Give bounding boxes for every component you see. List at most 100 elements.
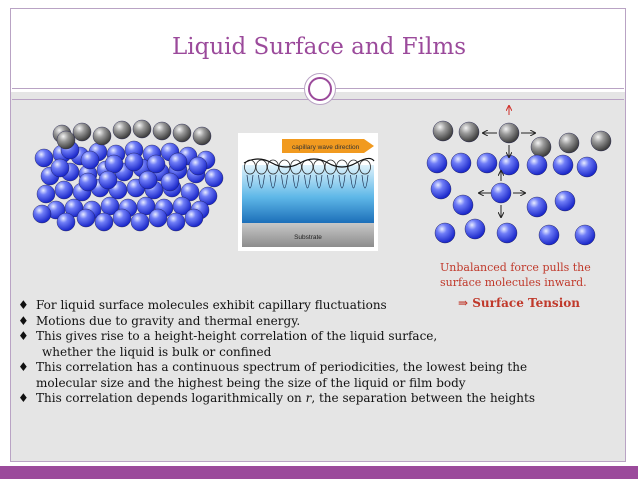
blue-molecule [36, 184, 56, 204]
blue-molecule [490, 182, 512, 204]
gray-surface-molecule [192, 126, 212, 146]
blue-molecule [166, 212, 186, 232]
gray-surface-molecule [56, 130, 76, 150]
bullet-text-end: , the separation between the heights [311, 391, 536, 405]
wave-direction-arrow [282, 139, 374, 153]
bullet-item: ♦ For liquid surface molecules exhibit c… [18, 298, 618, 314]
blue-molecule [64, 198, 84, 218]
unbalanced-force-caption: Unbalanced force pulls the surface molec… [440, 260, 620, 290]
slide-title: Liquid Surface and Films [172, 34, 466, 60]
height-trace [258, 174, 265, 189]
gray-surface-molecule [498, 122, 520, 144]
bulk-liquid-molecules-illustration [32, 119, 224, 232]
bullet-marker-icon: ♦ [18, 329, 29, 343]
gray-surface-molecule [72, 122, 92, 142]
blue-molecule [50, 158, 70, 178]
blue-molecule [32, 204, 52, 224]
gray-surface-molecule [458, 121, 480, 143]
substrate-label: Substrate [294, 234, 322, 241]
height-trace [338, 174, 346, 189]
blue-molecule [476, 152, 498, 174]
blue-molecule [130, 212, 150, 232]
blue-molecule [34, 148, 54, 168]
blue-molecule [434, 222, 456, 244]
blue-molecule [576, 156, 598, 178]
blue-molecule [112, 208, 132, 228]
blue-molecule [78, 172, 98, 192]
surface-wave-loop [359, 159, 371, 175]
bullet-text-continued: molecular size and the highest being the… [36, 375, 466, 390]
blue-molecule [56, 212, 76, 232]
substrate-layer [242, 223, 374, 247]
height-trace [350, 174, 357, 189]
gray-surface-molecule [92, 126, 112, 146]
wave-direction-label: capillary wave direction [292, 144, 360, 151]
height-trace [292, 174, 300, 189]
blue-molecule [138, 170, 158, 190]
capillary-wave-figure: capillary wave direction Substrate [238, 133, 378, 251]
caption-line-1: Unbalanced force pulls the [440, 261, 591, 274]
bullet-text: For liquid surface molecules exhibit cap… [36, 298, 387, 312]
blue-molecule [104, 154, 124, 174]
wave-marks [243, 157, 375, 189]
height-trace [281, 174, 288, 189]
surface-wave-loop [324, 159, 337, 175]
bullet-item: ♦ Motions due to gravity and thermal ene… [18, 314, 618, 330]
liquid-layer [242, 165, 374, 223]
blue-molecule [180, 182, 200, 202]
blue-molecule [172, 196, 192, 216]
gray-surface-molecule [558, 132, 580, 154]
surface-tension-text: Surface Tension [472, 296, 580, 310]
caption-line-2: surface molecules inward. [440, 276, 587, 289]
bottom-accent-bar [0, 466, 638, 479]
bullet-marker-icon: ♦ [18, 360, 29, 374]
surface-wave-loop [255, 159, 268, 175]
bullet-text-continued: whether the liquid is bulk or confined [42, 344, 272, 359]
blue-molecule [538, 224, 560, 246]
blue-molecule [100, 196, 120, 216]
gray-surface-molecule [432, 120, 454, 142]
gray-surface-molecule [530, 136, 552, 158]
blue-molecule [498, 154, 520, 176]
blue-molecule [452, 194, 474, 216]
height-trace [315, 174, 323, 189]
blue-molecule [160, 172, 180, 192]
blue-molecule [464, 218, 486, 240]
blue-molecule [148, 208, 168, 228]
gray-surface-molecule [132, 119, 152, 139]
bullet-text: This gives rise to a height-height corre… [36, 329, 438, 343]
blue-molecule [526, 196, 548, 218]
bullet-item: ♦ This correlation depends logarithmical… [18, 391, 618, 407]
blue-molecule [54, 180, 74, 200]
gray-surface-molecule [112, 120, 132, 140]
gray-surface-molecule [590, 130, 612, 152]
blue-molecule [554, 190, 576, 212]
surface-tension-label: ⇒ Surface Tension [458, 296, 580, 310]
blue-molecule [76, 208, 96, 228]
blue-molecule [552, 154, 574, 176]
blue-molecule [430, 178, 452, 200]
bullet-item: ♦ This correlation has a continuous spec… [18, 360, 618, 391]
bullet-text: This correlation depends logarithmically… [36, 391, 306, 405]
height-trace [269, 174, 277, 189]
bullet-marker-icon: ♦ [18, 298, 29, 312]
divider-circle-ornament [304, 73, 336, 105]
blue-molecule [188, 156, 208, 176]
height-trace [246, 174, 254, 189]
blue-molecule [80, 150, 100, 170]
blue-molecule [146, 154, 166, 174]
bullet-marker-icon: ♦ [18, 391, 29, 405]
height-trace [361, 174, 369, 189]
implies-arrow-icon: ⇒ [458, 296, 469, 310]
blue-molecule [184, 208, 204, 228]
blue-molecule [496, 222, 518, 244]
bullet-list: ♦ For liquid surface molecules exhibit c… [18, 298, 618, 407]
gray-surface-molecule [152, 121, 172, 141]
bullet-marker-icon: ♦ [18, 313, 29, 328]
bullet-text: Motions due to gravity and thermal energ… [36, 313, 301, 328]
surface-wave-loop [347, 159, 360, 175]
blue-molecule [204, 168, 224, 188]
blue-molecule [574, 224, 596, 246]
height-trace [304, 174, 311, 189]
